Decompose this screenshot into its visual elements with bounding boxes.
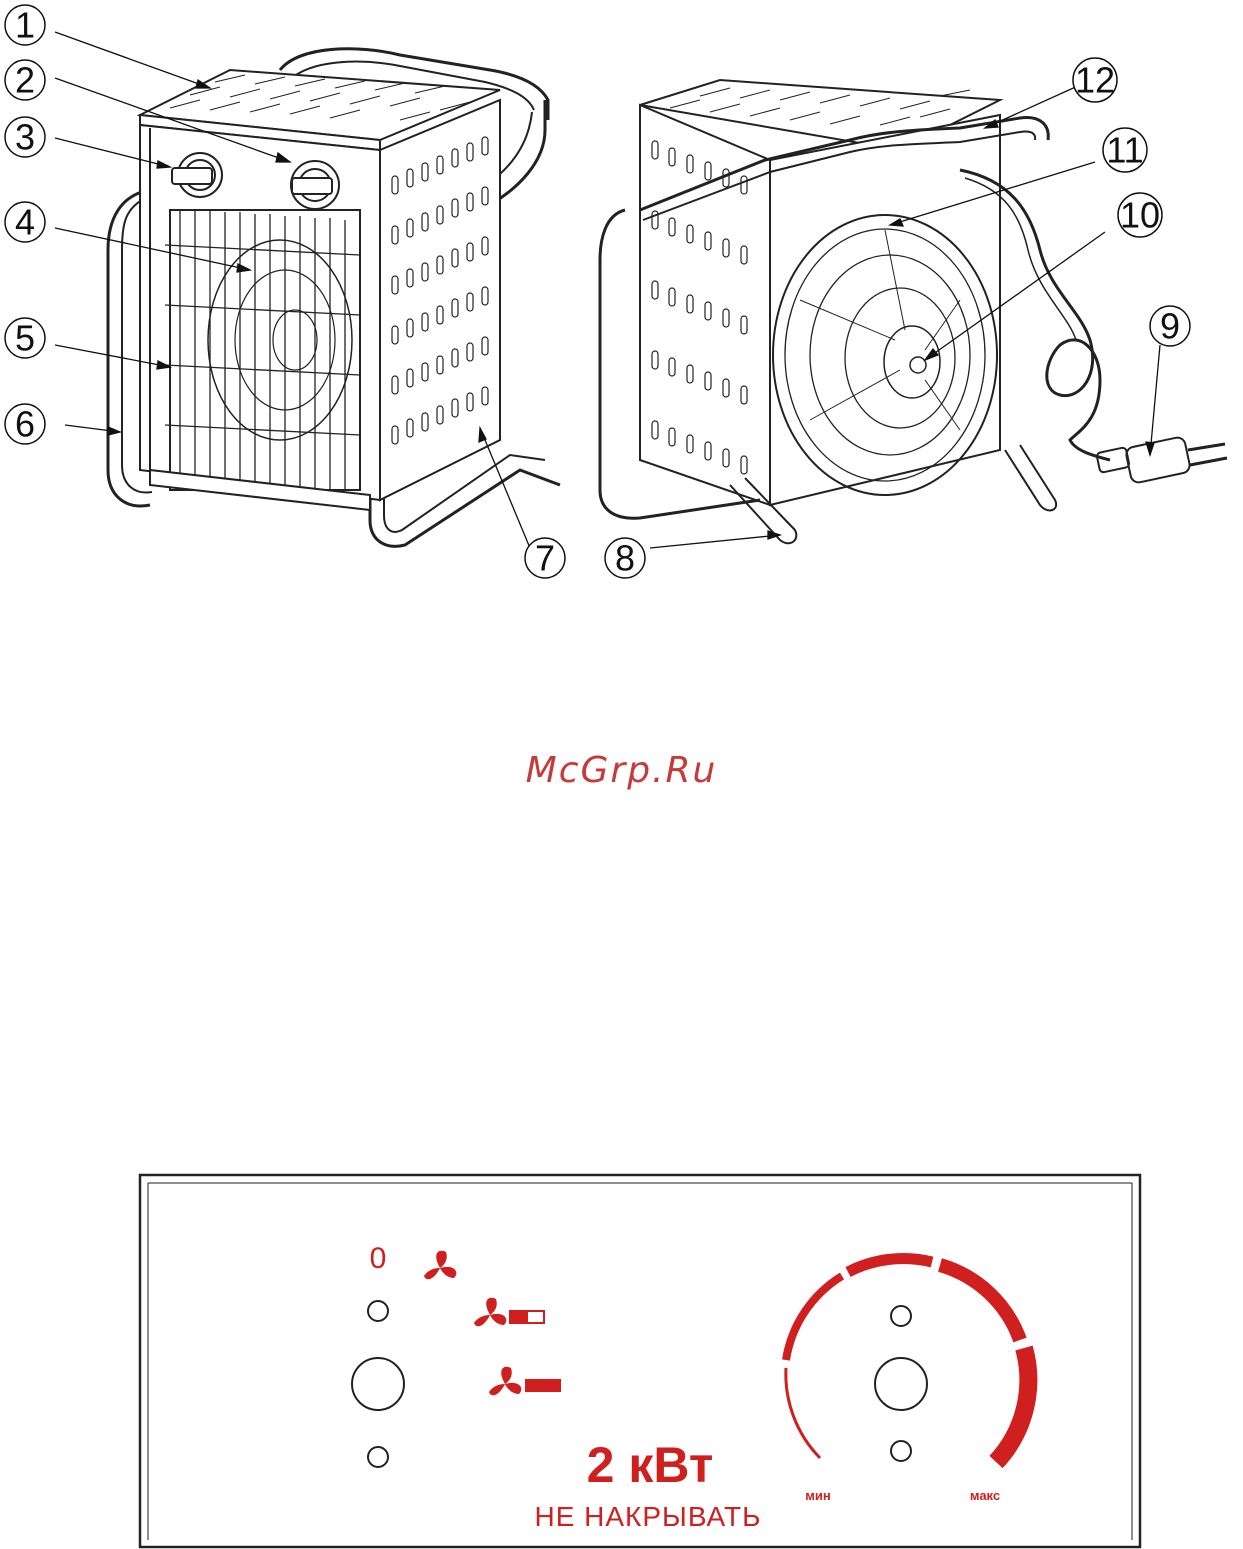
- mode-switch-hole: [352, 1358, 404, 1410]
- power-plug: [1096, 436, 1227, 484]
- power-rating-label: 2 кВт: [587, 1437, 714, 1493]
- switch-zero-label: 0: [370, 1242, 387, 1275]
- callout-7: 7: [525, 538, 565, 579]
- callout-6: 6: [5, 404, 45, 445]
- svg-text:8: 8: [615, 538, 635, 579]
- thermostat-knob-hole: [875, 1358, 927, 1410]
- callout-10: 10: [1118, 193, 1162, 237]
- callout-11: 11: [1103, 128, 1147, 172]
- svg-text:7: 7: [535, 538, 555, 579]
- svg-text:4: 4: [15, 202, 35, 243]
- fan-icon: [424, 1251, 456, 1279]
- svg-text:6: 6: [15, 404, 35, 445]
- do-not-cover-warning: НЕ НАКРЫВАТЬ: [534, 1501, 761, 1532]
- svg-text:10: 10: [1120, 195, 1160, 236]
- min-label: мин: [805, 1488, 830, 1503]
- callout-9: 9: [1150, 306, 1190, 347]
- thermostat-knob: [291, 161, 339, 209]
- heater-exploded-diagram: 1 2 3 4 5 6 7 8 9 10 11 12: [0, 0, 1243, 640]
- callout-2: 2: [5, 60, 45, 101]
- callout-3: 3: [5, 117, 45, 158]
- svg-text:9: 9: [1160, 306, 1180, 347]
- callout-8: 8: [605, 538, 645, 579]
- thermostat-screw-top: [891, 1306, 911, 1326]
- svg-text:1: 1: [15, 5, 35, 46]
- thermostat-group: мин макс: [786, 1259, 1029, 1503]
- svg-text:11: 11: [1106, 130, 1143, 171]
- svg-text:2: 2: [15, 60, 35, 101]
- svg-text:3: 3: [15, 117, 35, 158]
- watermark-text: McGrp.Ru: [0, 750, 1243, 791]
- callout-4: 4: [5, 202, 45, 243]
- callout-5: 5: [5, 318, 45, 359]
- max-label: макс: [970, 1488, 1000, 1503]
- callout-12: 12: [1073, 58, 1117, 102]
- thermostat-screw-bottom: [891, 1441, 911, 1461]
- fan-half-power-icon: [474, 1298, 544, 1326]
- thermostat-scale-arc: [786, 1259, 1029, 1462]
- switch-screw-bottom: [368, 1447, 388, 1467]
- heater-front-view: [108, 49, 560, 547]
- mode-switch-group: 0: [352, 1242, 561, 1467]
- svg-text:12: 12: [1075, 60, 1115, 101]
- switch-screw-top: [368, 1301, 388, 1321]
- control-panel-layout: 0 2 кВ: [0, 1160, 1243, 1549]
- fan-full-power-icon: [489, 1367, 561, 1395]
- callout-1: 1: [5, 5, 45, 46]
- svg-text:5: 5: [15, 318, 35, 359]
